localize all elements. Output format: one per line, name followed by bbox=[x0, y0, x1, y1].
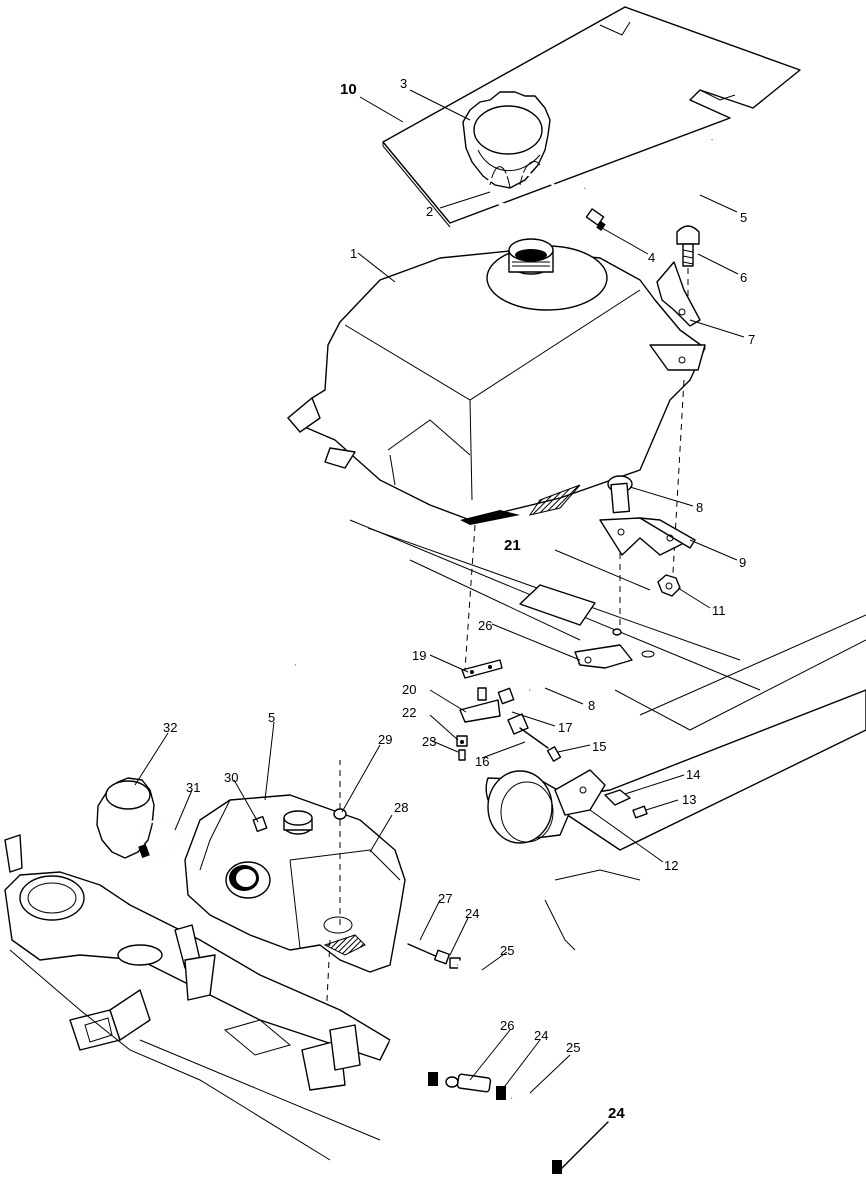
label-30: 30 bbox=[224, 770, 238, 785]
label-2: 2 bbox=[426, 204, 433, 219]
label-28: 28 bbox=[394, 800, 408, 815]
label-6: 6 bbox=[740, 270, 747, 285]
bracket-upper bbox=[656, 261, 701, 327]
vent-fitting bbox=[585, 208, 606, 231]
label-11: 11 bbox=[712, 603, 726, 618]
label-5-lower: 5 bbox=[268, 710, 275, 725]
label-8-lower: 8 bbox=[588, 698, 595, 713]
label-14: 14 bbox=[686, 767, 700, 782]
fuel-line-assembly bbox=[389, 943, 583, 1176]
label-15: 15 bbox=[592, 739, 606, 754]
label-16: 16 bbox=[475, 754, 489, 769]
fuel-bracket-lower bbox=[554, 769, 648, 819]
label-29: 29 bbox=[378, 732, 392, 747]
leader-lines bbox=[134, 89, 745, 1169]
fuel-valve-assembly bbox=[456, 644, 633, 762]
nut bbox=[657, 574, 681, 597]
bolt-upper bbox=[676, 225, 700, 300]
fuel-cap-lower bbox=[96, 777, 179, 859]
label-32: 32 bbox=[163, 720, 177, 735]
label-4: 4 bbox=[648, 250, 655, 265]
label-19: 19 bbox=[412, 648, 426, 663]
label-26-lower: 26 bbox=[500, 1018, 514, 1033]
fuel-tank bbox=[287, 238, 706, 525]
label-17: 17 bbox=[558, 720, 572, 735]
carriage-bolt bbox=[607, 475, 633, 514]
label-12: 12 bbox=[664, 858, 678, 873]
label-13: 13 bbox=[682, 792, 696, 807]
mounting-plate bbox=[599, 517, 696, 556]
frame-lower bbox=[4, 834, 391, 1161]
fuel-cap-upper bbox=[462, 91, 551, 189]
label-26-upper: 26 bbox=[478, 618, 492, 633]
frame-rails-upper bbox=[349, 519, 866, 951]
label-5-upper: 5 bbox=[740, 210, 747, 225]
label-10: 10 bbox=[340, 81, 357, 98]
label-9: 9 bbox=[739, 555, 746, 570]
vent-hose-upper bbox=[581, 139, 717, 191]
gasket-upper bbox=[481, 172, 557, 208]
label-8-upper: 8 bbox=[696, 500, 703, 515]
label-1: 1 bbox=[350, 246, 357, 261]
label-20: 20 bbox=[402, 682, 416, 697]
auxiliary-tank bbox=[184, 794, 406, 973]
label-7: 7 bbox=[748, 332, 755, 347]
label-25-lower: 25 bbox=[566, 1040, 580, 1055]
label-25-upper: 25 bbox=[500, 943, 514, 958]
label-27: 27 bbox=[438, 891, 452, 906]
label-3: 3 bbox=[400, 76, 407, 91]
label-21: 21 bbox=[504, 537, 521, 554]
label-31: 31 bbox=[186, 780, 200, 795]
label-24-upper: 24 bbox=[465, 906, 479, 921]
panel-sheet bbox=[382, 6, 801, 228]
part-labels: 10 3 2 5 4 1 6 7 8 21 9 11 26 19 8 20 17… bbox=[163, 76, 755, 1122]
decal-21 bbox=[519, 584, 596, 626]
label-24-middle: 24 bbox=[534, 1028, 548, 1043]
label-24-lower: 24 bbox=[608, 1105, 625, 1122]
label-23: 23 bbox=[422, 734, 436, 749]
label-22: 22 bbox=[402, 705, 416, 720]
